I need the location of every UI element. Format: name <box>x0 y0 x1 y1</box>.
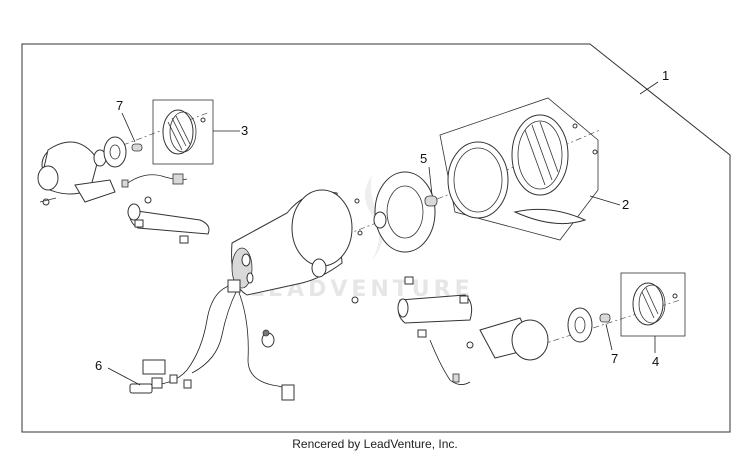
callout-4: 4 <box>652 354 659 369</box>
left-turn-signal-housing <box>37 141 116 206</box>
callout-5: 5 <box>420 151 427 166</box>
callout-2: 2 <box>622 197 629 212</box>
wiring-harness <box>129 279 295 401</box>
right-signal-wire <box>429 339 471 385</box>
left-signal-stalk <box>127 196 210 244</box>
headlight-lens-kit <box>439 97 599 241</box>
callout-3: 3 <box>241 123 248 138</box>
assembly-frame <box>21 43 731 433</box>
headlight-shell <box>231 189 353 296</box>
harness-bulb-icon <box>129 383 153 394</box>
bulb-icon <box>131 143 143 152</box>
callout-1: 1 <box>662 68 669 83</box>
right-bulb-icon <box>599 313 611 323</box>
callout-6: 6 <box>95 358 102 373</box>
callout-7-left: 7 <box>116 98 123 113</box>
left-signal-wire <box>121 173 188 188</box>
headlight-reflector <box>354 171 438 253</box>
left-reflector <box>103 136 143 168</box>
right-reflector <box>567 307 611 343</box>
right-signal-stalk <box>351 276 473 338</box>
footer-credit: Rencered by LeadVenture, Inc. <box>292 437 458 451</box>
headlight-bulb-icon <box>424 195 438 207</box>
right-lens-kit <box>620 272 686 337</box>
left-lens-kit <box>152 99 214 165</box>
right-turn-signal-housing <box>466 317 549 361</box>
callout-7-right: 7 <box>611 351 618 366</box>
